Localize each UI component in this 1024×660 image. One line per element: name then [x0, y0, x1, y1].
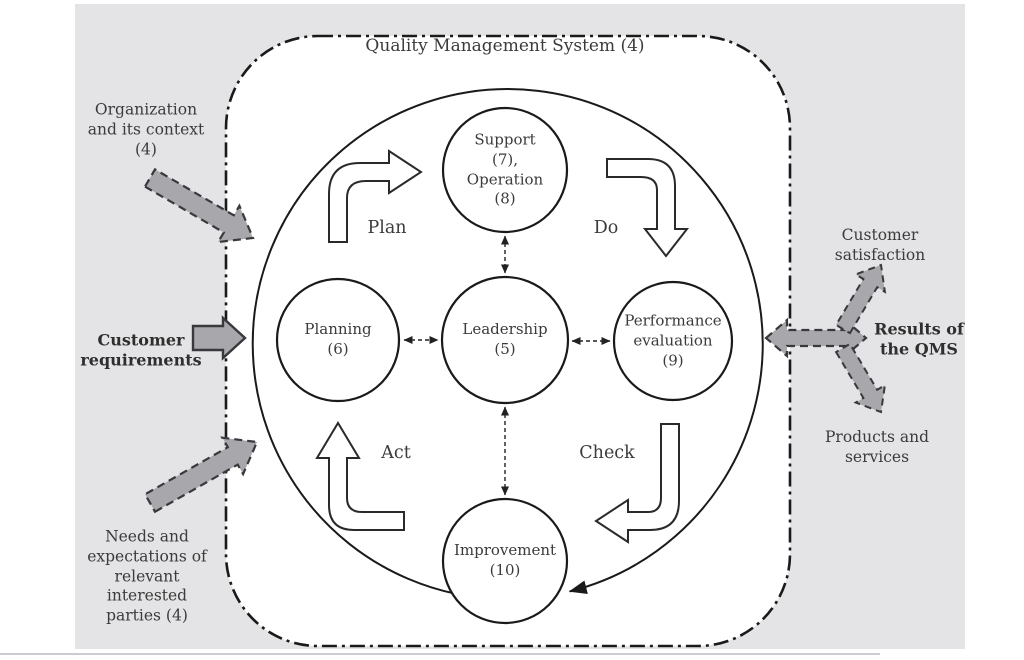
improvement-label: Improvement (10) [453, 541, 557, 579]
support-operation-circle [441, 106, 569, 234]
organization-context-label: Organization and its context (4) [87, 100, 205, 158]
results-double-arrow [764, 317, 868, 359]
leadership-circle [440, 275, 570, 405]
act-label: Act [381, 442, 411, 463]
pdca-cycle-circle [251, 88, 764, 600]
check-elbow-arrow [594, 423, 680, 544]
customer-requirements-label: Customer requirements [80, 330, 202, 370]
plan-label: Plan [367, 217, 407, 238]
qms-title: Quality Management System (4) [365, 36, 645, 57]
plan-elbow-arrow [328, 149, 423, 243]
needs-expectations-arrow [143, 436, 259, 514]
improvement-circle [441, 497, 569, 625]
check-label: Check [579, 442, 635, 463]
performance-evaluation-circle [612, 280, 734, 402]
organization-context-arrow [143, 167, 255, 244]
customer-satisfaction-arrow [834, 263, 887, 335]
planning-label: Planning (6) [304, 320, 372, 358]
performance-evaluation-label: Performance evaluation (9) [624, 311, 722, 369]
results-of-qms-label: Results of the QMS [874, 319, 964, 359]
do-label: Do [593, 217, 619, 238]
page-edge-line [0, 653, 880, 655]
leadership-label: Leadership (5) [462, 320, 548, 358]
support-operation-label: Support (7), Operation (8) [466, 130, 544, 208]
customer-requirements-arrow [191, 315, 247, 361]
act-elbow-arrow [315, 421, 405, 531]
needs-expectations-label: Needs and expectations of relevant inter… [87, 527, 207, 625]
products-services-arrow [834, 342, 887, 414]
planning-circle [275, 277, 401, 403]
products-services-label: Products and services [824, 428, 930, 466]
customer-satisfaction-label: Customer satisfaction [834, 226, 926, 264]
do-elbow-arrow [606, 158, 690, 258]
